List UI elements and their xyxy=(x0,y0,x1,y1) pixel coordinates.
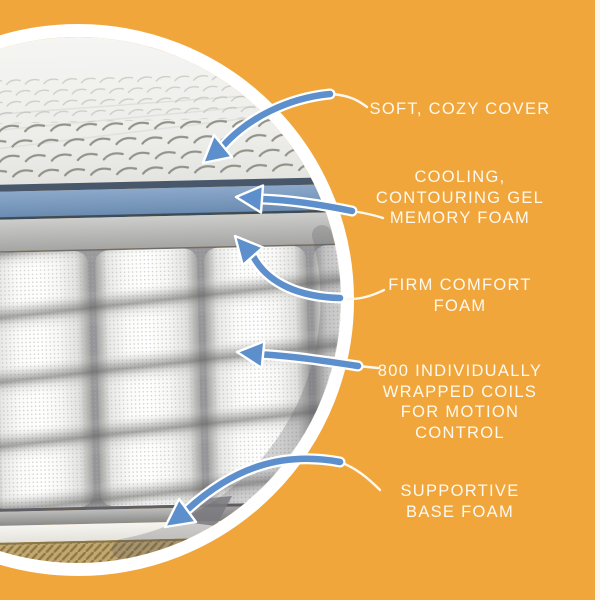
annotation-line: CONTOURING GEL xyxy=(375,188,545,207)
annotation-line: BASE FOAM xyxy=(406,502,514,521)
annotation-base-foam-label: SUPPORTIVE BASE FOAM xyxy=(345,481,575,522)
annotation-line: SUPPORTIVE xyxy=(400,482,520,500)
arrow-shaft xyxy=(219,90,334,150)
cover-tape-edge xyxy=(0,175,341,197)
arrow-head xyxy=(201,133,234,165)
annotation-line: FIRM COMFORT xyxy=(388,276,532,294)
annotation-firm-foam-label: FIRM COMFORT FOAM xyxy=(345,275,575,316)
annotation-gel-label: COOLING, CONTOURING GEL MEMORY FOAM xyxy=(345,167,575,229)
annotation-cover-label: SOFT, COZY COVER xyxy=(345,99,575,120)
coil-segment-shading xyxy=(0,243,341,514)
cover-arrow xyxy=(201,88,369,165)
right-edge-white-strip xyxy=(595,0,600,600)
arrow-head xyxy=(233,234,265,267)
arrow-shaft xyxy=(259,351,362,370)
cutaway-circle-content xyxy=(0,37,341,563)
annotation-line: WRAPPED COILS xyxy=(382,382,538,401)
arrow-shaft xyxy=(258,195,356,215)
arrow-shaft xyxy=(249,252,344,302)
annotation-line: FOR MOTION xyxy=(400,403,520,421)
annotation-coils-label: 800 INDIVIDUALLY WRAPPED COILS FOR MOTIO… xyxy=(345,361,575,443)
annotation-line: CONTROL xyxy=(415,423,505,442)
coils-arrow xyxy=(235,340,380,372)
cover-stitching-near xyxy=(0,115,341,191)
annotation-line: 800 INDIVIDUALLY xyxy=(377,362,543,380)
arrow-head xyxy=(163,497,198,529)
arrow-head xyxy=(235,340,266,370)
gel-foam-arrow xyxy=(234,184,385,220)
annotation-line: FOAM xyxy=(433,296,487,315)
arrow-head xyxy=(234,184,265,214)
annotation-line: COOLING, xyxy=(414,168,506,186)
gel-memory-foam-layer xyxy=(0,182,341,223)
annotation-line: SOFT, COZY COVER xyxy=(369,100,551,118)
firm-foam-arrow xyxy=(233,234,386,304)
arrow-shaft xyxy=(183,455,344,514)
annotation-line: MEMORY FOAM xyxy=(389,209,531,227)
gel-layer-edge xyxy=(0,208,341,225)
base-foam-arrow xyxy=(163,453,382,529)
